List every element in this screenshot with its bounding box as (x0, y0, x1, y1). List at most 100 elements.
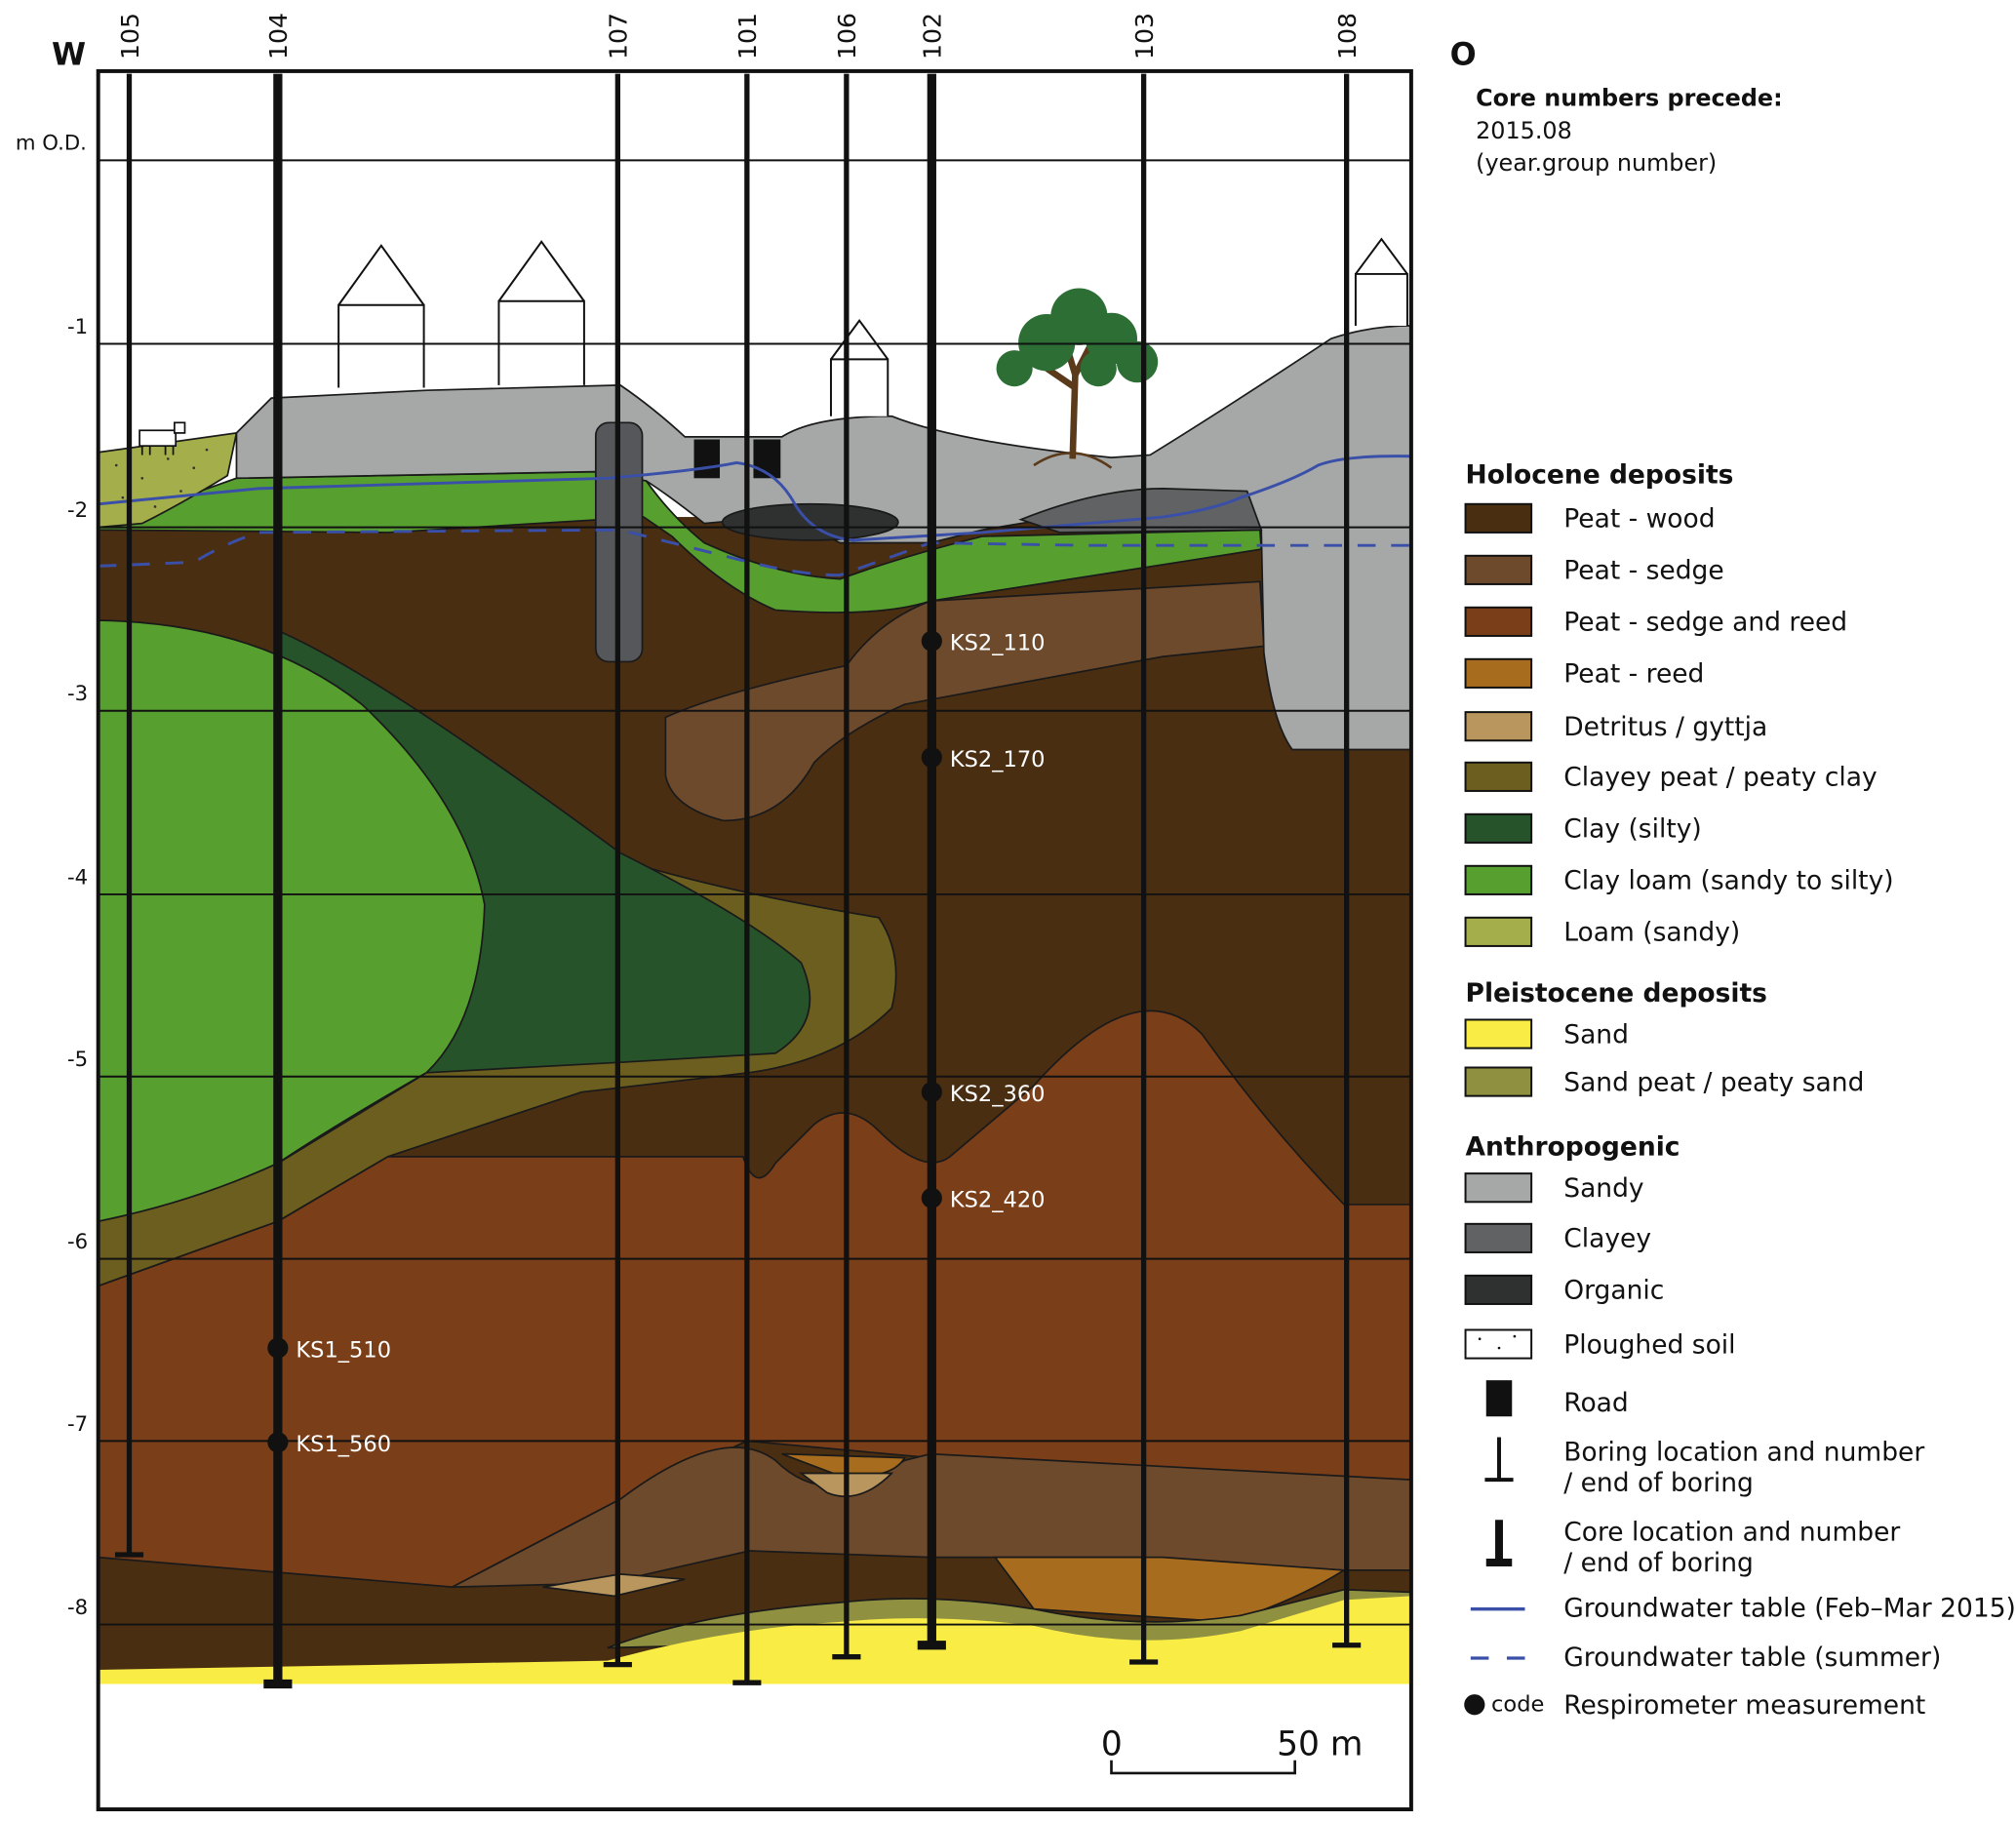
road-legend-icon (1485, 1380, 1513, 1417)
legend-boring-2: / end of boring (1563, 1468, 1754, 1498)
legend-swatch (1464, 761, 1533, 792)
layer-peat-sedge-reed (97, 1009, 1412, 1589)
respirometer-code: KS1_560 (296, 1432, 391, 1457)
respirometer-dot (921, 1082, 942, 1103)
legend-swatch (1464, 864, 1533, 895)
legend-core-2: / end of boring (1563, 1548, 1754, 1578)
legend-swatch (1464, 502, 1533, 534)
respirometer-code: KS2_170 (950, 747, 1046, 772)
respirometer-dot (267, 1432, 289, 1453)
borehole-label: 107 (605, 13, 633, 59)
borehole-label: 103 (1130, 13, 1159, 59)
respirometer-point: KS2_360 (921, 1082, 1046, 1107)
legend-item: Loam (sandy) (1464, 916, 1740, 948)
borehole-101: 101 (732, 13, 762, 1685)
legend-item: Clayey (1464, 1222, 1651, 1254)
legend-resp: Respirometer measurement (1563, 1690, 1925, 1721)
respirometer-dot (921, 630, 942, 652)
respirometer-points: KS2_110KS2_170KS2_360KS2_420KS1_510KS1_5… (267, 630, 1046, 1457)
respirometer-dot (267, 1337, 289, 1359)
scale-bar: 0 50 m (1101, 1724, 1363, 1775)
layer-sand (98, 1596, 1411, 1684)
ploughed-dot (1497, 1346, 1501, 1350)
groundwater-winter-line (98, 455, 1411, 542)
scale-zero: 0 (1101, 1724, 1123, 1763)
respirometer-point: KS1_510 (267, 1337, 391, 1363)
core-number-note: Core numbers precede: 2015.08 (year.grou… (1476, 85, 1782, 177)
legend-gw-winter: Groundwater table (Feb–Mar 2015) (1563, 1594, 2016, 1624)
note-title: Core numbers precede: (1476, 85, 1782, 112)
legend: Holocene deposits Pleistocene deposits A… (1464, 460, 2016, 1721)
depth-tick: -6 (67, 1229, 88, 1253)
borehole-label: 105 (116, 13, 144, 59)
legend-label: Peat - sedge and reed (1563, 608, 1847, 638)
legend-boring-1: Boring location and number (1563, 1437, 1924, 1467)
respirometer-code: KS2_110 (950, 631, 1046, 656)
respirometer-code: KS1_510 (296, 1337, 391, 1363)
tree-icon (996, 288, 1159, 469)
borehole-103: 103 (1129, 13, 1159, 1665)
east-label: O (1450, 36, 1477, 72)
layer-peat-sedge-upper (664, 580, 1265, 822)
borehole-label: 101 (733, 13, 762, 59)
legend-resp-code: code (1491, 1691, 1544, 1717)
borehole-105: 105 (114, 13, 144, 1558)
depth-tick: -7 (67, 1411, 88, 1436)
boring-legend-icon (1484, 1437, 1514, 1483)
note-line2: (year.group number) (1476, 149, 1717, 177)
legend-label: Clay loam (sandy to silty) (1563, 866, 1893, 896)
respirometer-point: KS2_420 (921, 1187, 1046, 1213)
legend-item: Peat - sedge and reed (1464, 606, 1847, 638)
below-section (98, 1683, 1411, 1810)
legend-swatch (1464, 657, 1533, 689)
ploughed-dot (1513, 1334, 1517, 1338)
legend-heading-pleistocene: Pleistocene deposits (1466, 978, 1767, 1009)
respirometer-legend-icon (1464, 1694, 1485, 1716)
legend-item: Clayey peat / peaty clay (1464, 761, 1878, 793)
legend-swatch (1464, 1018, 1533, 1049)
ploughed-dot (1478, 1337, 1482, 1341)
plot-frame (96, 68, 1413, 1812)
core-legend-icon (1485, 1520, 1513, 1566)
respirometer-code: KS2_360 (950, 1082, 1046, 1107)
legend-label: Ploughed soil (1563, 1329, 1735, 1360)
legend-item: Peat - sedge (1464, 554, 1724, 586)
borehole-104: 104 (263, 13, 293, 1689)
layer-loam-sandy (97, 431, 238, 529)
depth-tick: -5 (67, 1047, 88, 1071)
legend-swatch (1464, 1172, 1533, 1204)
road-marker (693, 439, 721, 479)
legend-swatch (1464, 711, 1533, 742)
legend-item: Sand (1464, 1018, 1629, 1049)
borehole-label: 106 (833, 13, 861, 59)
ploughed-soil-dots (114, 448, 209, 508)
legend-item: Sandy (1464, 1172, 1644, 1204)
west-label: W (52, 36, 86, 72)
legend-item: Organic (1464, 1274, 1664, 1306)
legend-road: Road (1563, 1388, 1629, 1418)
groundwater-summer-line (98, 528, 1411, 577)
legend-swatch (1464, 1222, 1533, 1253)
layer-detritus (542, 1472, 894, 1598)
legend-label: Clay (silty) (1563, 814, 1702, 845)
respirometer-dot (921, 1187, 942, 1208)
legend-item: Clay (silty) (1464, 812, 1702, 845)
legend-swatch (1464, 554, 1533, 585)
legend-label: Loam (sandy) (1563, 918, 1740, 948)
respirometer-dot (921, 746, 942, 769)
layer-clay-loam-lens (97, 619, 486, 1223)
legend-swatch (1464, 1066, 1533, 1097)
borehole-108: 108 (1332, 13, 1362, 1648)
legend-heading-anthropogenic: Anthropogenic (1466, 1132, 1680, 1163)
legend-label: Peat - sedge (1563, 556, 1723, 586)
legend-heading-holocene: Holocene deposits (1466, 460, 1734, 491)
depth-tick-labels: -1 -2 -3 -4 -5 -6 -7 -8 (67, 314, 88, 1619)
depth-tick: -3 (67, 681, 88, 705)
depth-tick: -1 (67, 314, 88, 338)
borehole-107: 107 (603, 13, 633, 1668)
legend-label: Sand (1563, 1019, 1629, 1049)
legend-label: Detritus / gyttja (1563, 712, 1767, 742)
